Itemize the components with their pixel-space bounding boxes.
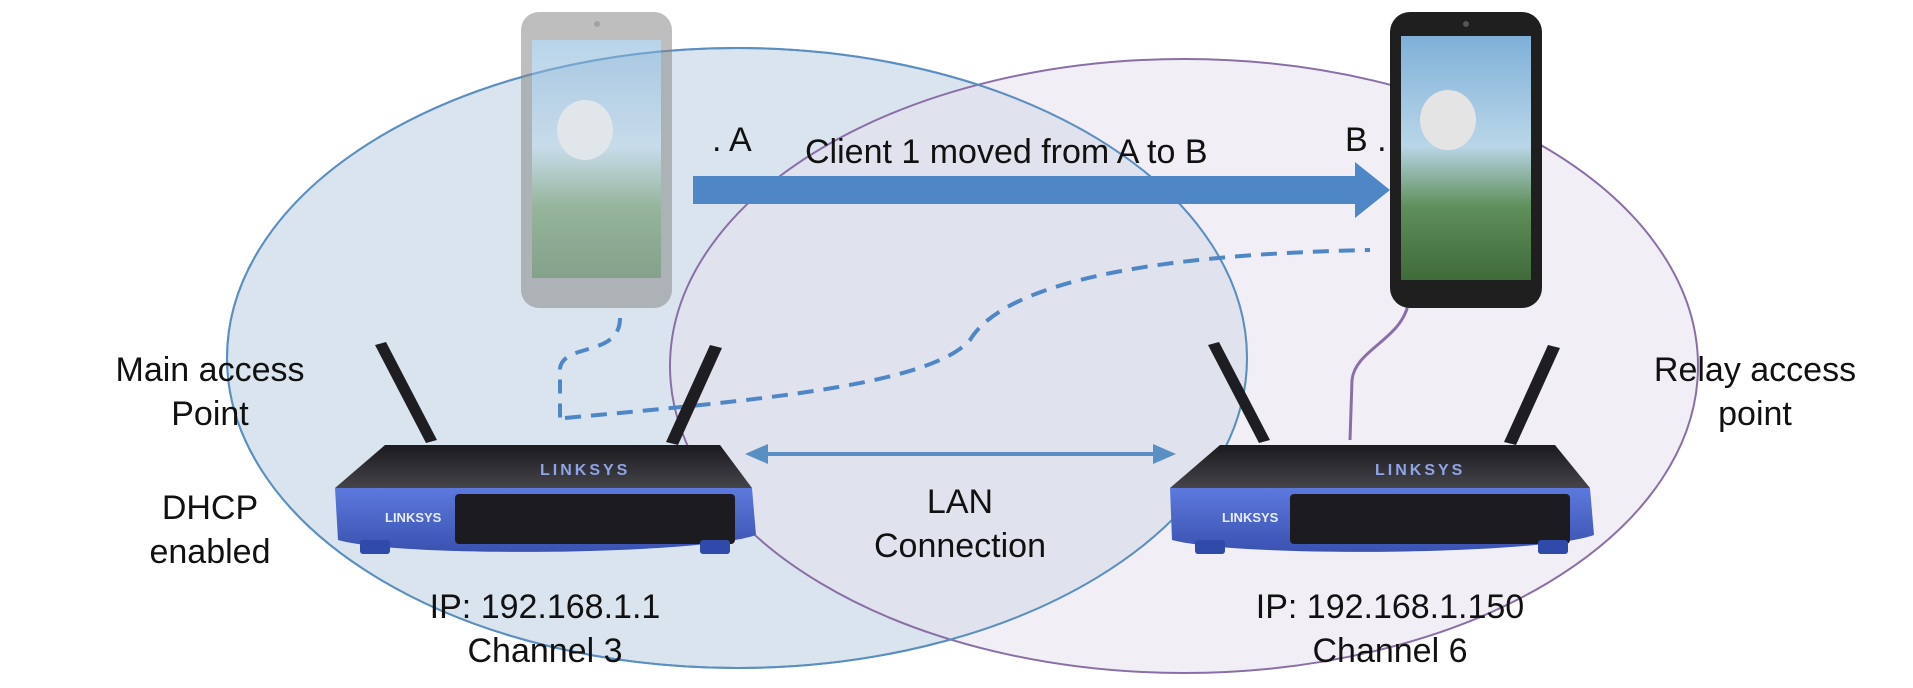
main-ap-ip: IP: 192.168.1.1 <box>429 588 661 626</box>
lan-line1: LAN <box>926 483 994 521</box>
main-ap-dhcp-line2: enabled <box>149 533 271 571</box>
wifi-router-icon: LINKSYS LINKSYS <box>335 342 756 554</box>
antenna-icon-relay <box>1208 342 1560 445</box>
smartphone-icon <box>521 12 672 308</box>
point-b-label: B . <box>1345 121 1387 159</box>
main-ap-name-line2: Point <box>171 395 249 433</box>
main-ap-address: IP: 192.168.1.1 Channel 3 <box>370 585 720 673</box>
relay-ap-name-line1: Relay access <box>1653 351 1857 389</box>
relay-ap-name-line2: point <box>1718 395 1792 433</box>
move-caption: Client 1 moved from A to B <box>805 133 1208 171</box>
main-ap-channel: Channel 3 <box>467 632 623 670</box>
relay-ap-channel: Channel 6 <box>1312 632 1468 670</box>
wireless-link-relay <box>1348 304 1410 441</box>
point-a-label: . A <box>712 121 752 159</box>
wifi-router-icon-relay: LINKSYS LINKSYS <box>1170 342 1594 554</box>
lan-connection-label: LAN Connection <box>830 480 1090 568</box>
wireless-link-roaming-dashed <box>564 248 1371 420</box>
antenna-icon <box>375 342 722 445</box>
main-ap-coverage-outline <box>226 47 1249 669</box>
wireless-link-old-dashed <box>557 317 622 420</box>
main-ap-name: Main access Point <box>60 348 360 436</box>
move-arrow <box>693 162 1390 218</box>
relay-ap-address: IP: 192.168.1.150 Channel 6 <box>1210 585 1570 673</box>
router-brand-main: LINKSYS <box>540 462 630 479</box>
lan-line2: Connection <box>873 527 1046 565</box>
router-brand-main-front: LINKSYS <box>385 510 442 525</box>
lan-arrow <box>745 444 1176 464</box>
relay-ap-ip: IP: 192.168.1.150 <box>1255 588 1525 626</box>
main-ap-dhcp-line1: DHCP <box>161 489 259 527</box>
relay-ap-name: Relay access point <box>1610 348 1900 436</box>
main-ap-name-line1: Main access <box>115 351 305 389</box>
router-brand-relay-front: LINKSYS <box>1222 510 1279 525</box>
smartphone-icon-relay <box>1390 12 1542 308</box>
main-ap-dhcp: DHCP enabled <box>110 486 310 574</box>
router-brand-relay: LINKSYS <box>1375 462 1465 479</box>
